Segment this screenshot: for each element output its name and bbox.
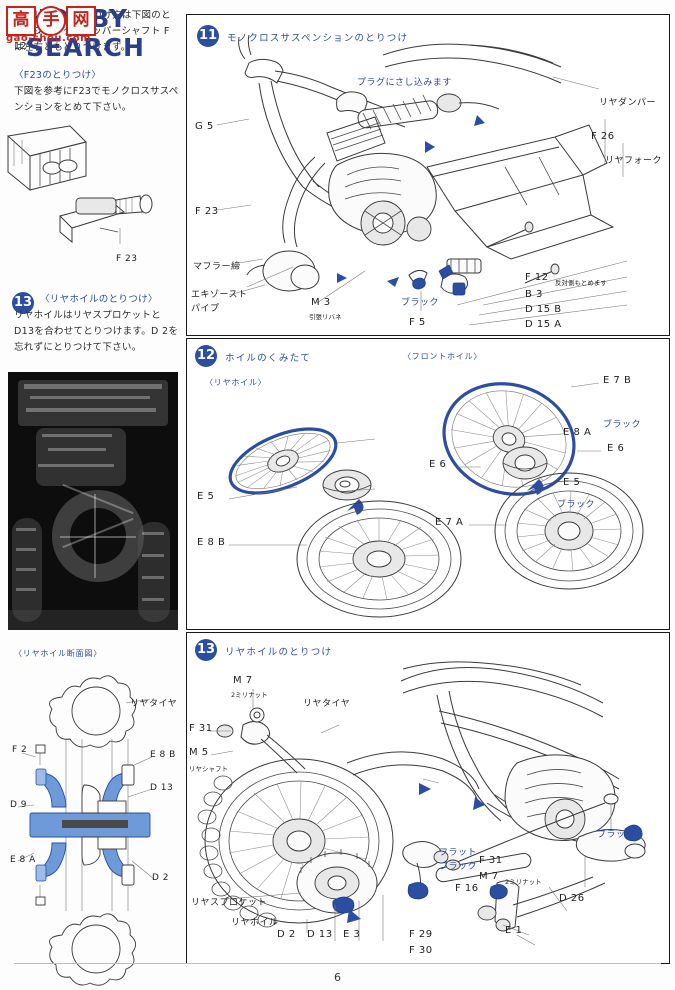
left-step13-line2: D13を合わせてとりつけます。D 2を <box>14 326 179 337</box>
step13-label-f31-right: F 31 <box>479 855 503 866</box>
step12-label-e5-left: E 5 <box>197 491 215 502</box>
panel-step-12: 12 ホイルのくみたて 〈リヤホイル〉 〈フロントホイル〉 <box>186 338 670 630</box>
step13-label-rear-wheel: リヤホイル <box>231 918 279 928</box>
step12-label-black-front: ブラック <box>603 420 642 430</box>
page-number: 6 <box>334 971 341 984</box>
step13-label-m7-top-sub: 2ミリナット <box>231 691 268 699</box>
step13-label-e3: E 3 <box>343 929 361 940</box>
step13-label-black: ブラック <box>597 830 636 840</box>
panel-step-11: 11 モノクロスサスペンションのとりつけ <box>186 14 670 336</box>
cross-section-label-d9: D 9 <box>10 800 28 810</box>
step12-sub-front: 〈フロントホイル〉 <box>403 352 483 361</box>
cross-section-drawing <box>17 675 155 986</box>
step12-drawing <box>228 382 644 618</box>
step13-label-rear-sprocket: リヤスプロケット <box>191 898 268 908</box>
f23-heading: 〈F23のとりつけ〉 <box>14 70 102 81</box>
step11-label-rear-damper: リヤダンパー <box>599 98 657 108</box>
step11-label-g5: G 5 <box>195 121 214 132</box>
step11-label-f12: F 12 <box>525 272 549 283</box>
step12-number: 12 <box>195 345 217 367</box>
step13-drawing <box>197 661 646 946</box>
step11-label-f12-sub: 反対側もとめます <box>555 279 607 287</box>
cross-section-label-d13: D 13 <box>150 783 174 793</box>
left-column: スプリングのとりつけ方は下図のとりつけと リヤフォークストッパーシャフト F 1… <box>0 0 183 990</box>
f23-detail-drawing <box>6 125 153 244</box>
cross-section-tire-top-label: リヤタイヤ <box>130 699 178 709</box>
step13-label-d26: D 26 <box>559 893 585 904</box>
step11-label-rear-fork: リヤフォーク <box>605 156 663 166</box>
step11-number: 11 <box>197 25 219 47</box>
step13-label-m5: M 5 <box>189 747 209 758</box>
step13-label-m7-right-sub: 2ミリナット <box>505 878 542 886</box>
step13-label-m7-top: M 7 <box>233 675 253 686</box>
step12-label-black-rear: ブラック <box>557 500 596 510</box>
cross-section-title: 〈リヤホイル断面図〉 <box>14 649 102 658</box>
step12-label-e7a: E 7 A <box>435 517 464 528</box>
step13-label-e1: E 1 <box>505 925 523 936</box>
f23-line2: ンションをとめて下さい。 <box>14 102 132 113</box>
step11-label-f5: F 5 <box>409 317 426 328</box>
step11-label-black: ブラック <box>401 298 440 308</box>
step11-label-f26: F 26 <box>591 131 615 142</box>
step13-label-f29: F 29 <box>409 929 433 940</box>
left-step13-heading: 〈リヤホイルのとりつけ〉 <box>40 294 158 305</box>
step11-label-d15a: D 15 A <box>525 319 562 330</box>
step12-title: ホイルのくみたて <box>225 353 311 364</box>
step11-label-d15b: D 15 B <box>525 304 562 315</box>
step12-label-e6-right: E 6 <box>607 443 625 454</box>
step13-label-flat-black-2: ブラック <box>439 862 478 872</box>
step11-label-f23: F 23 <box>195 206 219 217</box>
rear-wheel-photo <box>8 372 178 630</box>
step11-title: モノクロスサスペンションのとりつけ <box>227 33 409 44</box>
step11-label-plug: プラグにさし込みます <box>357 78 452 88</box>
step13-number: 13 <box>195 639 217 661</box>
step11-label-exhaust-1: エキゾースト <box>191 290 248 300</box>
step13-label-d2: D 2 <box>277 929 296 940</box>
left-top-line3: は左右ともとりつけます。 <box>14 42 131 53</box>
step11-label-m3: M 3 <box>311 297 331 308</box>
cross-section-label-d2: D 2 <box>152 873 170 883</box>
step11-label-exhaust-2: パイプ <box>191 304 220 314</box>
step11-label-muffler: マフラー締 <box>193 262 241 272</box>
step12-label-e7b: E 7 B <box>603 375 632 386</box>
step13-label-d13: D 13 <box>307 929 333 940</box>
step12-label-e8a: E 8 A <box>563 427 592 438</box>
f23-line1: 下図を参考にF23でモノクロスサスペ <box>14 86 179 97</box>
step11-drawing <box>216 34 628 326</box>
cross-section-label-e8a: E 8 A <box>10 855 36 865</box>
step13-title: リヤホイルのとりつけ <box>225 647 333 658</box>
step13-label-f30: F 30 <box>409 945 433 956</box>
cross-section-label-e8b: E 8 B <box>150 750 176 760</box>
step13-label-flat-black-1: フラット <box>439 848 478 858</box>
step13-label-f31-left: F 31 <box>189 723 213 734</box>
step13-label-f16: F 16 <box>455 883 479 894</box>
step12-sub-rear: 〈リヤホイル〉 <box>205 378 267 387</box>
step11-label-b3: B 3 <box>525 289 543 300</box>
panel-step-13: 13 リヤホイルのとりつけ <box>186 632 670 964</box>
step13-label-rear-tire: リヤタイヤ <box>303 699 351 709</box>
step12-label-e5-right: E 5 <box>563 477 581 488</box>
step13-label-m5-sub: リヤシャフト <box>189 765 228 773</box>
left-step13-line3: 忘れずにとりつけて下さい。 <box>14 342 142 353</box>
f23-part-label: F 23 <box>116 254 138 264</box>
step12-label-e8b: E 8 B <box>197 537 226 548</box>
footer-rule <box>14 963 661 964</box>
step12-label-e6-left: E 6 <box>429 459 447 470</box>
step13-label-m7-right: M 7 <box>479 871 499 882</box>
step11-label-m3-sub: 引張リバネ <box>309 313 342 321</box>
left-step13-line1: リヤホイルはリヤスプロケットと <box>14 310 162 321</box>
left-step13-number: 13 <box>12 292 34 314</box>
cross-section-label-f2: F 2 <box>12 745 28 755</box>
